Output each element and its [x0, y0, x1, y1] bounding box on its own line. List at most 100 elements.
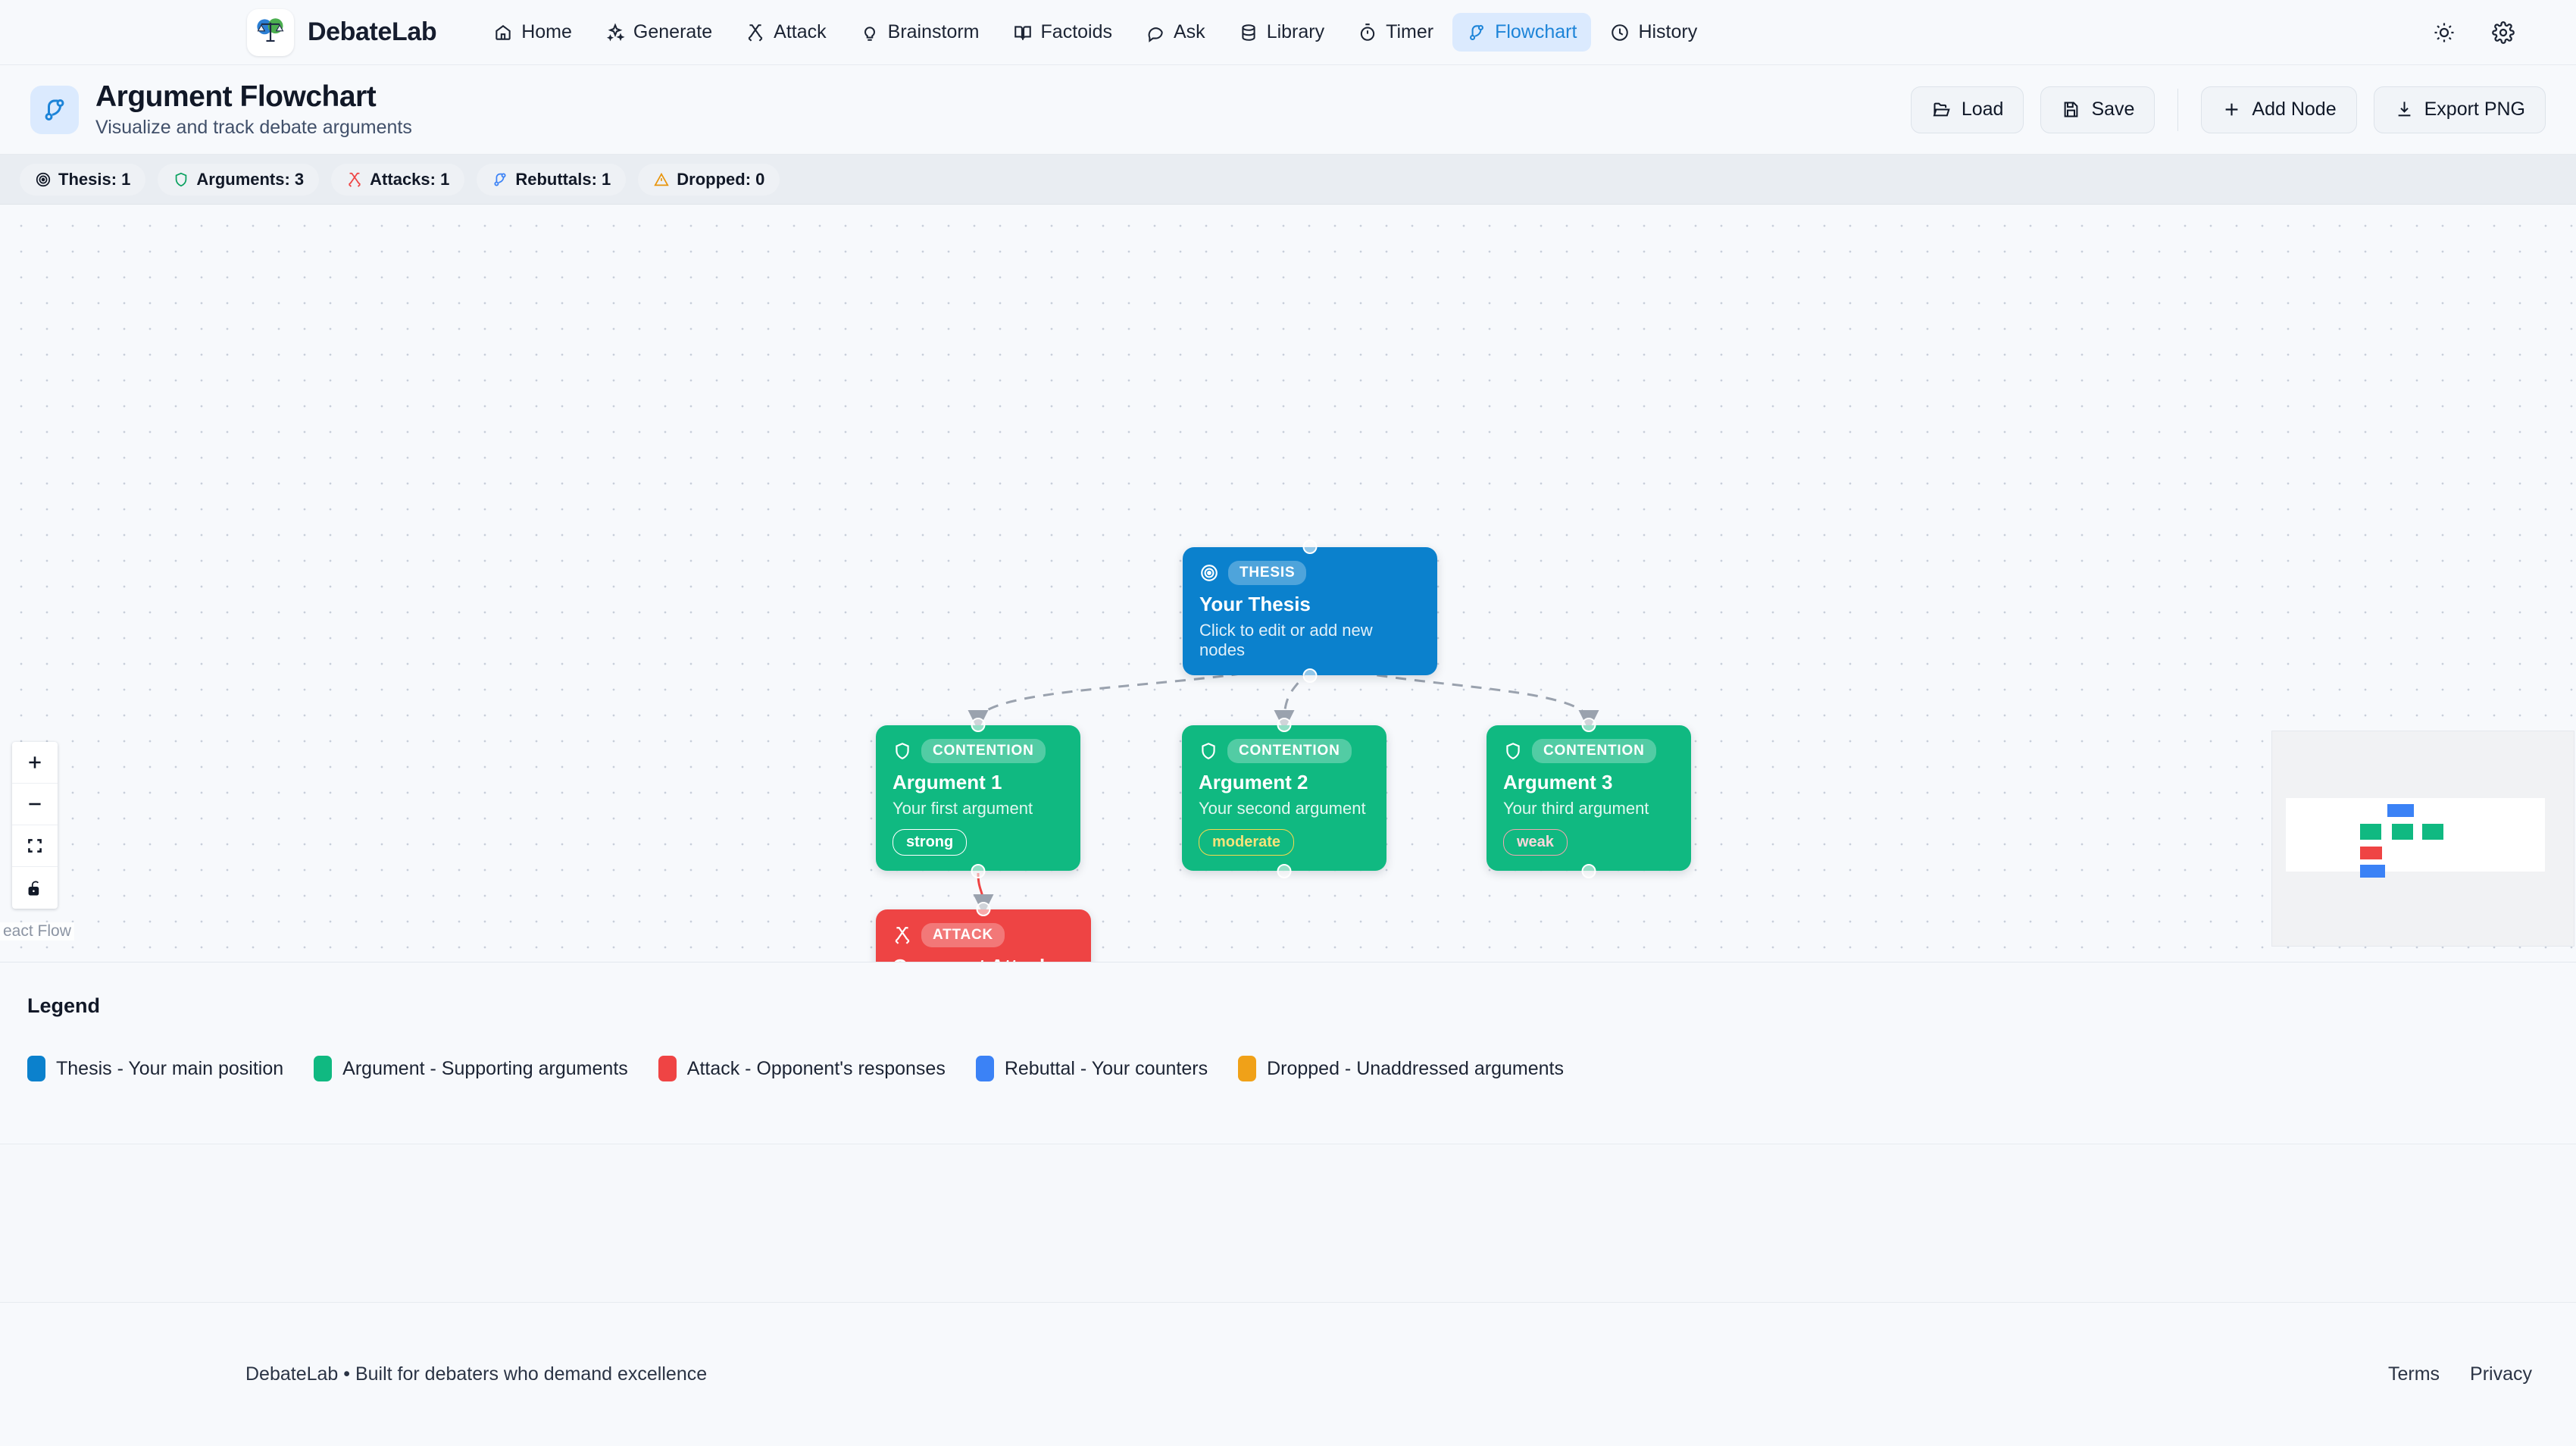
node-badge: ATTACK	[921, 923, 1005, 947]
nav-item-flowchart[interactable]: Flowchart	[1452, 13, 1592, 52]
legend-swatch	[975, 1056, 994, 1081]
crossed-swords-icon	[349, 172, 361, 187]
legend-swatch	[658, 1056, 677, 1081]
node-handle-bottom[interactable]	[971, 864, 986, 878]
flow-node-argument-1[interactable]: CONTENTION Argument 1 Your first argumen…	[876, 718, 1080, 878]
settings-button[interactable]	[2487, 16, 2520, 49]
footer-link-privacy[interactable]: Privacy	[2470, 1363, 2532, 1385]
legend-item-argument: Argument - Supporting arguments	[314, 1056, 628, 1081]
export-png-button[interactable]: Export PNG	[2373, 86, 2546, 133]
flow-node-attack[interactable]: ATTACK Opponent Attack How they might re…	[876, 902, 1091, 962]
node-handle-bottom[interactable]	[1277, 864, 1292, 878]
button-label: Save	[2091, 99, 2135, 120]
nav-item-generate[interactable]: Generate	[591, 13, 727, 52]
node-title: Opponent Attack	[893, 955, 1074, 962]
node-title: Argument 1	[893, 771, 1002, 793]
theme-toggle-button[interactable]	[2428, 16, 2461, 49]
node-description: Your first argument	[893, 799, 1033, 818]
node-handle-bottom[interactable]	[1302, 668, 1318, 683]
database-icon	[1242, 23, 1255, 41]
stat-chip-dropped: Dropped: 0	[638, 163, 780, 196]
shield-icon	[1202, 743, 1215, 759]
target-icon	[1201, 565, 1218, 581]
brand-name: DebateLab	[308, 17, 437, 46]
flow-controls	[12, 742, 58, 909]
home-icon	[496, 24, 511, 40]
stat-label: Rebuttals: 1	[515, 169, 611, 189]
add-node-button[interactable]: Add Node	[2201, 86, 2357, 133]
crossed-swords-icon	[895, 927, 910, 944]
shield-icon	[896, 743, 909, 759]
flow-node-argument-2[interactable]: CONTENTION Argument 2 Your second argume…	[1182, 718, 1386, 878]
nav-item-brainstorm[interactable]: Brainstorm	[846, 13, 994, 52]
nav-item-label: Generate	[633, 21, 713, 42]
node-handle-top[interactable]	[971, 718, 986, 732]
legend-label: Attack - Opponent's responses	[686, 1057, 946, 1079]
floppy-disk-icon	[2065, 102, 2078, 117]
lock-button[interactable]	[12, 867, 58, 909]
brand[interactable]: DebateLab	[247, 8, 437, 56]
minimap-node	[2387, 804, 2414, 817]
node-handle-top[interactable]	[1581, 718, 1596, 732]
node-handle-bottom[interactable]	[1581, 864, 1596, 878]
legend-swatch	[314, 1056, 333, 1081]
legend-swatch	[1238, 1056, 1257, 1081]
flow-node-thesis[interactable]: THESIS Your Thesis Click to edit or add …	[1183, 540, 1437, 683]
git-branch-icon	[45, 99, 64, 121]
legend-item-thesis: Thesis - Your main position	[27, 1056, 283, 1081]
node-handle-top[interactable]	[976, 902, 991, 916]
load-button[interactable]: Load	[1910, 86, 2024, 133]
nav-item-label: Ask	[1174, 21, 1205, 42]
node-strength-pill: moderate	[1199, 829, 1295, 856]
plus-icon	[2226, 103, 2238, 116]
node-header: CONTENTION	[893, 739, 1064, 763]
shield-icon	[176, 172, 187, 186]
legend-title: Legend	[27, 994, 101, 1017]
nav-item-label: Brainstorm	[887, 21, 980, 42]
node-handle-top[interactable]	[1302, 540, 1318, 554]
node-title: Your Thesis	[1199, 593, 1311, 615]
nav-links: Home Generate Attack Brainstorm Factoids…	[479, 13, 1712, 52]
fit-view-button[interactable]	[12, 825, 58, 867]
nav-item-label: Factoids	[1040, 21, 1112, 42]
node-description: Click to edit or add new nodes	[1199, 621, 1373, 659]
stat-chip-arguments: Arguments: 3	[158, 163, 320, 196]
minimap-node	[2360, 824, 2381, 840]
page-header-icon-wrap	[30, 85, 79, 134]
fit-frame-icon	[28, 839, 42, 853]
legend-label: Thesis - Your main position	[56, 1057, 284, 1079]
zoom-out-button[interactable]	[12, 784, 58, 825]
flow-node-argument-3[interactable]: CONTENTION Argument 3 Your third argumen…	[1487, 718, 1691, 878]
node-handle-top[interactable]	[1277, 718, 1292, 732]
node-badge: CONTENTION	[921, 739, 1046, 763]
node-badge: CONTENTION	[1227, 739, 1352, 763]
nav-item-timer[interactable]: Timer	[1343, 13, 1448, 52]
lightbulb-icon	[864, 26, 875, 41]
node-strength-pill: weak	[1503, 829, 1568, 856]
nav-item-label: Flowchart	[1495, 21, 1577, 42]
minimap-node	[2360, 865, 2385, 878]
nav-item-factoids[interactable]: Factoids	[999, 13, 1127, 52]
save-button[interactable]: Save	[2040, 86, 2156, 133]
node-header: CONTENTION	[1199, 739, 1370, 763]
legend-items: Thesis - Your main position Argument - S…	[27, 1056, 2549, 1081]
node-strength-pill: strong	[893, 829, 968, 856]
footer-link-terms[interactable]: Terms	[2387, 1363, 2440, 1385]
nav-item-ask[interactable]: Ask	[1131, 13, 1220, 52]
nav-item-history[interactable]: History	[1596, 13, 1712, 52]
zoom-in-button[interactable]	[12, 742, 58, 784]
legend-label: Argument - Supporting arguments	[342, 1057, 628, 1079]
button-label: Add Node	[2252, 99, 2337, 120]
minimap-node	[2422, 824, 2443, 840]
react-flow-attribution[interactable]: eact Flow	[0, 922, 74, 941]
nav-item-attack[interactable]: Attack	[731, 13, 840, 52]
nav-item-home[interactable]: Home	[479, 13, 586, 52]
plus-icon	[29, 756, 41, 768]
flowchart-canvas[interactable]: THESIS Your Thesis Click to edit or add …	[0, 205, 2576, 962]
flow-minimap[interactable]	[2271, 731, 2574, 947]
stat-label: Arguments: 3	[196, 169, 305, 189]
node-header: CONTENTION	[1503, 739, 1674, 763]
nav-item-library[interactable]: Library	[1224, 13, 1339, 52]
stat-chip-rebuttals: Rebuttals: 1	[477, 163, 627, 196]
node-header: THESIS	[1199, 561, 1421, 585]
